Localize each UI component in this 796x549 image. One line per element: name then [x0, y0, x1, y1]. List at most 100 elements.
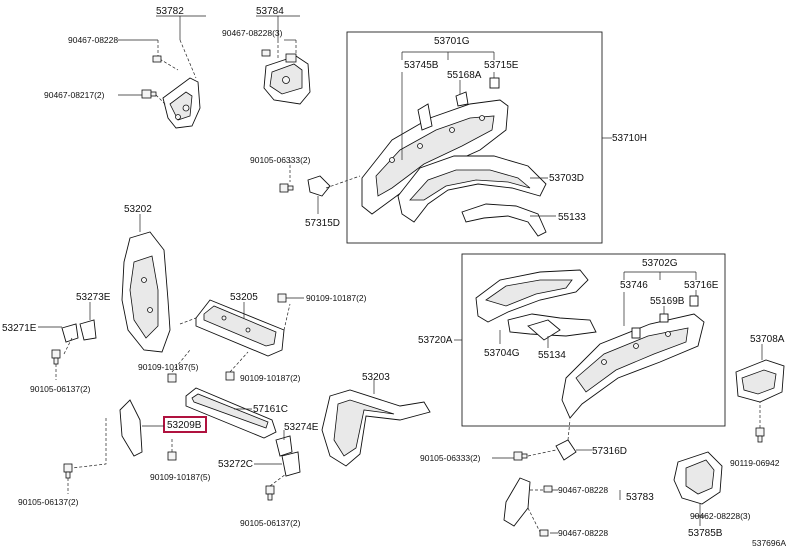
leader-53782 [156, 15, 206, 40]
part-53271E-bracket[interactable] [61, 323, 79, 343]
leader-53785B [694, 504, 706, 526]
part-53203-lock-support[interactable] [321, 389, 431, 467]
label-55169B: 55169B [650, 296, 685, 307]
label-90105-06137-b: 90105-06137(2) [18, 497, 79, 507]
bolt-90109-10187-b[interactable] [167, 373, 177, 383]
bolt-90467-08228-d[interactable] [539, 529, 549, 537]
label-53702G: 53702G [642, 258, 678, 269]
label-53273E: 53273E [76, 292, 111, 303]
part-57315D-brace[interactable] [307, 175, 331, 197]
leader-53701G [401, 51, 495, 60]
part-55169B-clip[interactable] [659, 313, 669, 323]
bolt-90105-06333-lower[interactable] [513, 451, 528, 461]
label-90109-10187-c: 90109-10187(2) [240, 373, 301, 383]
label-53715E: 53715E [484, 60, 519, 71]
label-55168A: 55168A [447, 70, 482, 81]
part-53701G-apron-upper[interactable] [361, 99, 509, 215]
label-55134: 55134 [538, 350, 566, 361]
bolt-90105-06137-upper[interactable] [51, 349, 61, 365]
leader-53783 [550, 489, 621, 534]
label-90462-08228-3: 90462-08228(3) [690, 511, 751, 521]
label-90109-10187-d: 90109-10187(5) [150, 472, 211, 482]
bolt-90467-08217[interactable] [141, 89, 157, 99]
dash-53784 [277, 40, 297, 58]
label-53704G: 53704G [484, 348, 520, 359]
part-53716E-clip[interactable] [689, 295, 699, 307]
dash-90467-08228 [157, 40, 179, 71]
label-53708A: 53708A [750, 334, 785, 345]
label-90467-08228-d: 90467-08228 [558, 528, 608, 538]
label-90109-10187-b: 90109-10187(5) [138, 362, 199, 372]
dash-53783 [527, 489, 544, 533]
highlight-53209B[interactable] [163, 416, 207, 433]
part-53702G-apron-rear[interactable] [561, 313, 705, 419]
label-53701G: 53701G [434, 36, 470, 47]
label-53203: 53203 [362, 372, 390, 383]
bolt-90109-10187-d[interactable] [167, 451, 177, 461]
label-57315D: 57315D [305, 218, 340, 229]
bolt-90467-08228-top[interactable] [152, 55, 162, 63]
label-53274E: 53274E [284, 422, 319, 433]
label-53205: 53205 [230, 292, 258, 303]
label-90119-06942: 90119-06942 [730, 458, 780, 468]
label-53202: 53202 [124, 204, 152, 215]
dash-53782 [179, 39, 197, 79]
bolt-90105-06333-top[interactable] [279, 183, 294, 193]
label-90105-06333-b: 90105-06333(2) [420, 453, 481, 463]
part-53782-bracket[interactable] [162, 77, 201, 129]
leader-53784 [256, 15, 300, 40]
dash-90109-10187-bc [171, 349, 249, 373]
part-53274E-bracket[interactable] [275, 435, 293, 457]
bolt-90467-08228-c[interactable] [543, 485, 553, 493]
bolt-90467-08228-3[interactable] [261, 49, 271, 57]
label-90105-06333-a: 90105-06333(2) [250, 155, 311, 165]
part-57161C-member[interactable] [185, 387, 277, 439]
bolt-90105-06137-c[interactable] [265, 485, 275, 501]
part-55133-seal[interactable] [461, 203, 547, 237]
label-53703D: 53703D [549, 173, 584, 184]
label-90467-08228-c: 90467-08228 [558, 485, 608, 495]
part-53720A-apron-lower[interactable] [475, 269, 589, 323]
part-53785B-bracket[interactable] [673, 451, 723, 505]
label-53783: 53783 [626, 492, 654, 503]
part-53273E-bracket[interactable] [79, 319, 97, 341]
part-53205-support-upper[interactable] [195, 299, 285, 357]
dash-90105-06137-a2 [63, 337, 73, 355]
bolt-90109-10187-c[interactable] [225, 371, 235, 381]
label-55133: 55133 [558, 212, 586, 223]
label-53784: 53784 [256, 6, 284, 17]
part-53708A-bracket[interactable] [735, 359, 785, 403]
dash-53209B [71, 418, 107, 469]
bolt-90109-10187-a[interactable] [277, 293, 287, 303]
part-53746-bracket[interactable] [631, 327, 641, 339]
bolt-90119-06942[interactable] [755, 427, 765, 443]
label-53746: 53746 [620, 280, 648, 291]
part-53784-bracket[interactable] [263, 53, 311, 105]
part-55168A-clip[interactable] [455, 91, 469, 107]
part-55134-seal[interactable] [527, 319, 561, 341]
label-90467-08228-a: 90467-08228 [68, 35, 118, 45]
part-53783-bracket[interactable] [503, 477, 531, 527]
label-53716E: 53716E [684, 280, 719, 291]
dash-53205 [179, 303, 291, 331]
part-53272C-bracket[interactable] [281, 451, 301, 477]
dash-90467-08217 [155, 94, 167, 106]
figure-id: 537696A [752, 538, 786, 548]
group-box-53710H [346, 31, 603, 244]
label-57161C: 57161C [253, 404, 288, 415]
part-53202-radiator-support-side[interactable] [121, 231, 171, 353]
part-57316D-brace[interactable] [555, 439, 577, 461]
part-53209B-brace[interactable] [119, 399, 143, 457]
label-90105-06137-a: 90105-06137(2) [30, 384, 91, 394]
part-53745B-bracket[interactable] [417, 103, 433, 131]
part-53715E-clip[interactable] [489, 77, 500, 89]
label-53710H: 53710H [612, 133, 647, 144]
dash-57315D [325, 175, 361, 189]
label-90467-08217: 90467-08217(2) [44, 90, 105, 100]
part-53703D-wheelhouse[interactable] [397, 155, 547, 223]
label-53209B[interactable]: 53209B [167, 420, 202, 431]
label-53720A: 53720A [418, 335, 453, 346]
bolt-90105-06137-lower[interactable] [63, 463, 73, 479]
